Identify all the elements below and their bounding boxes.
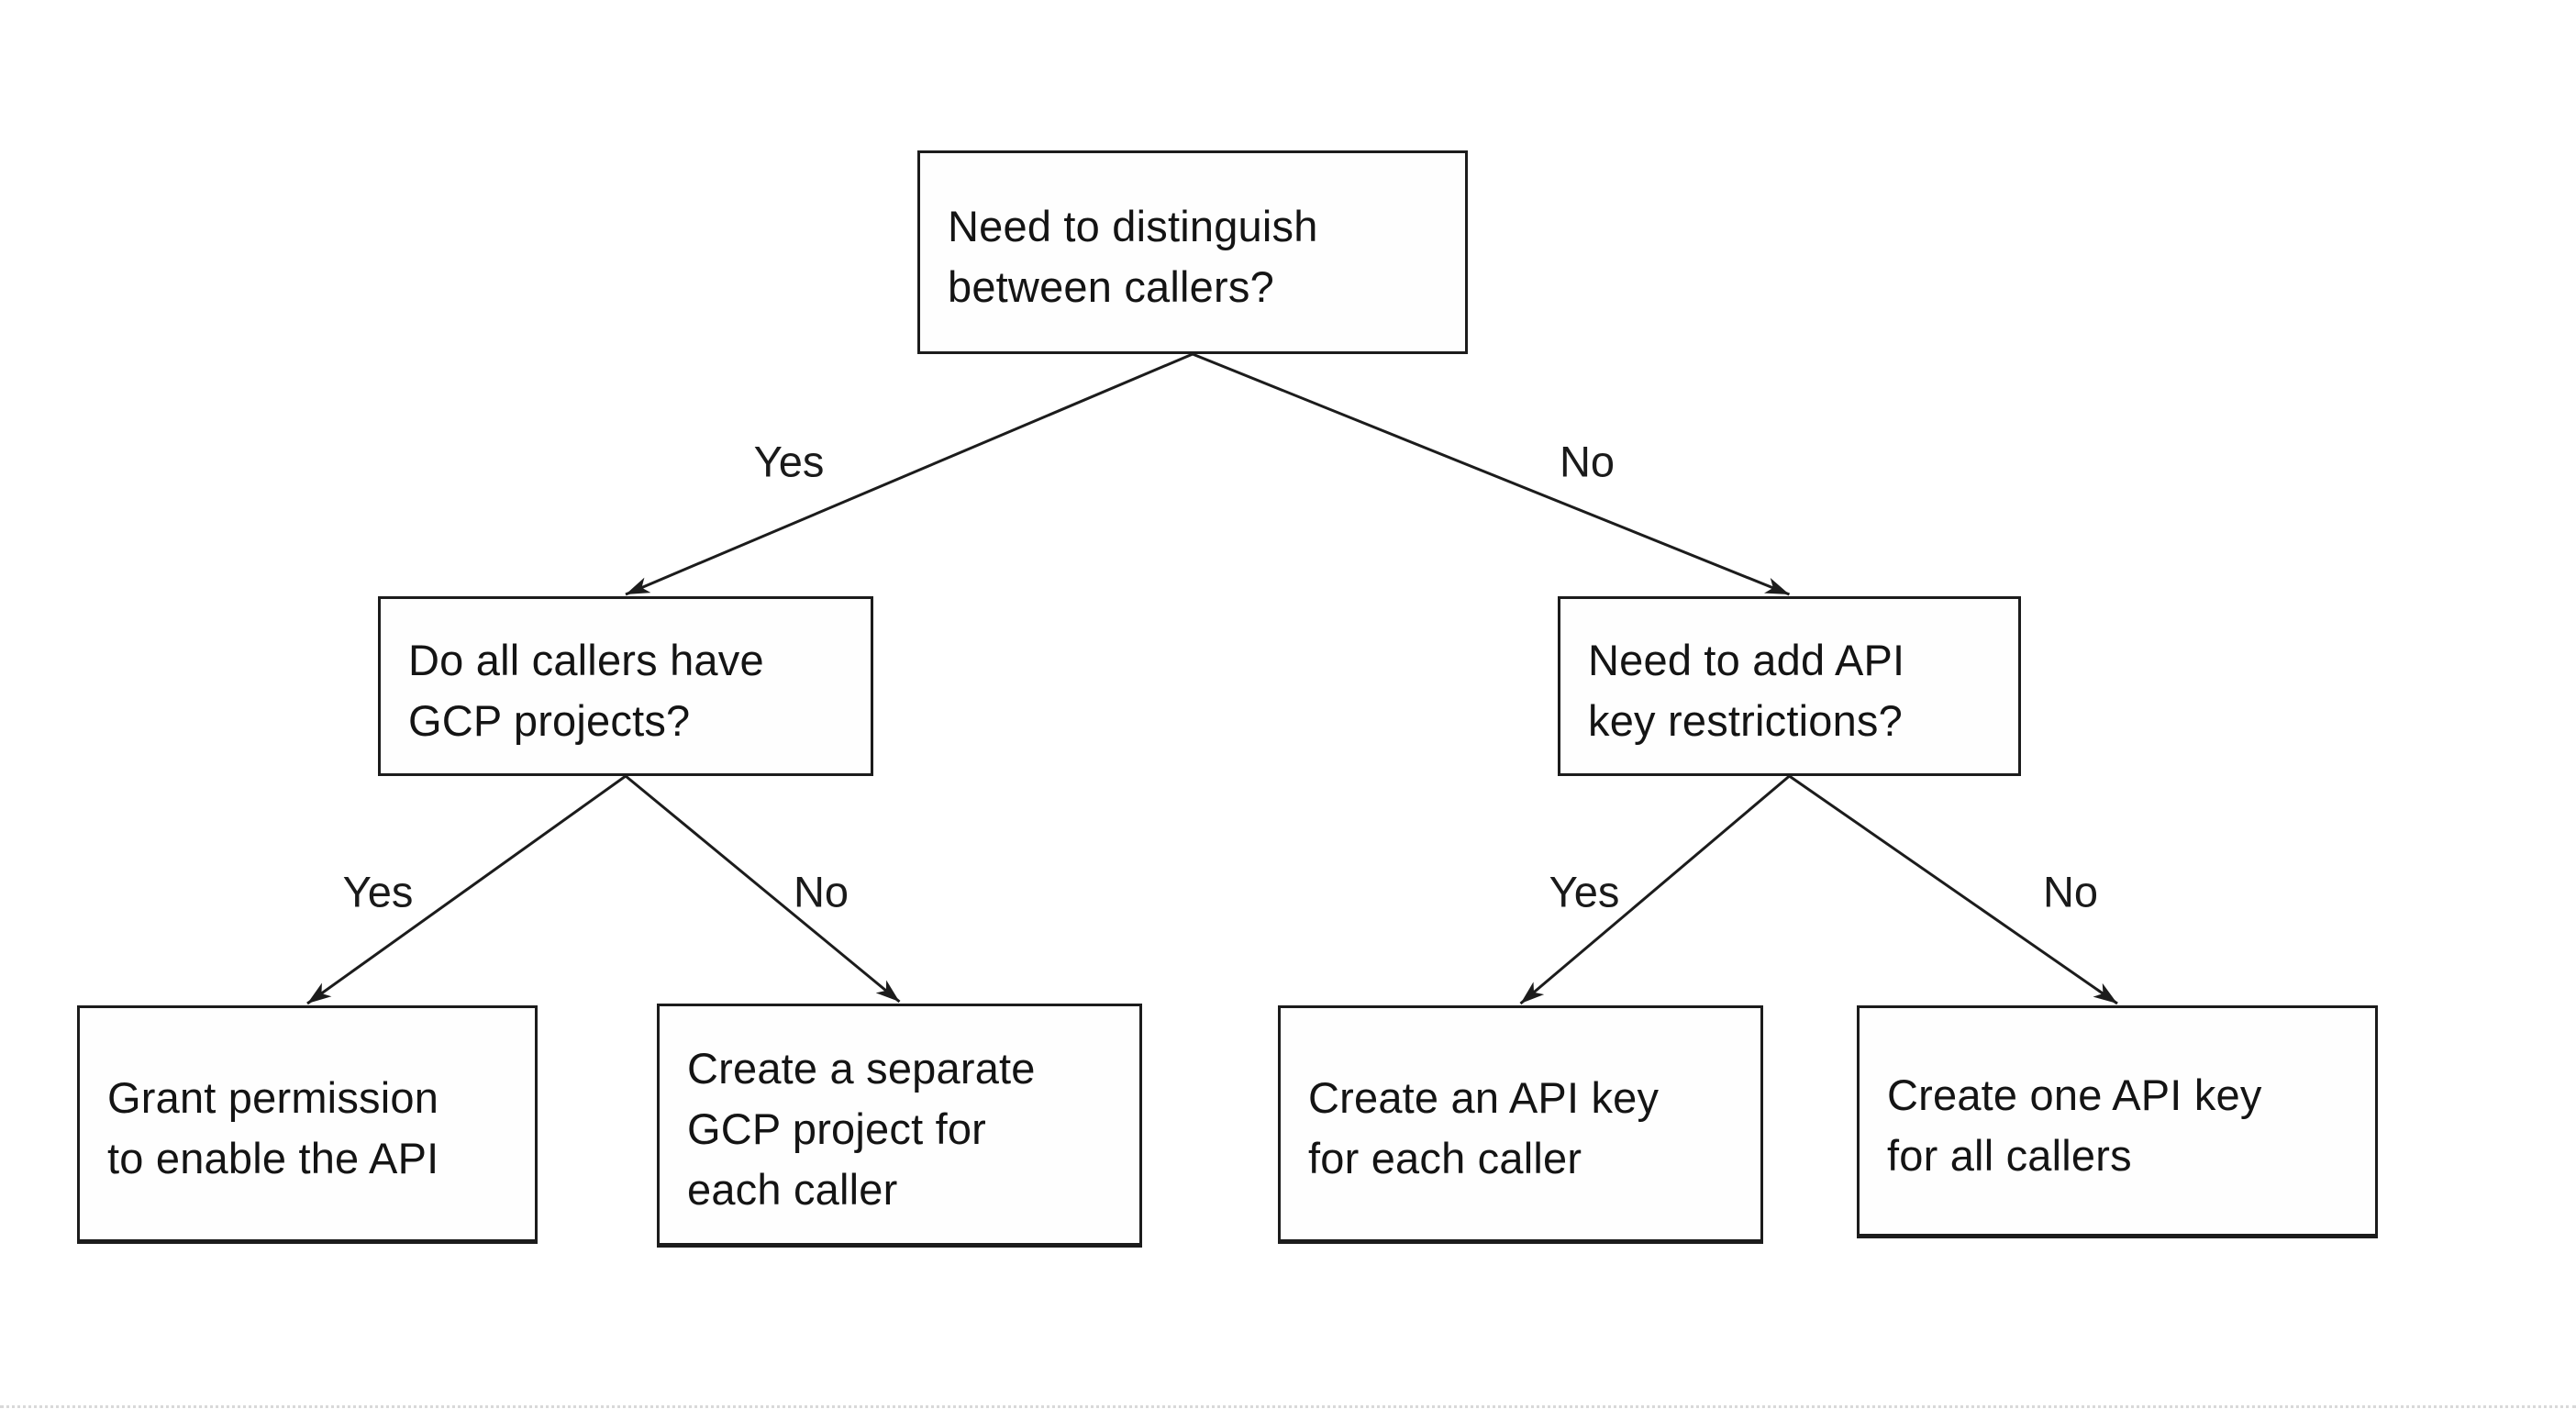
node-q-distinguish-callers: Need to distinguish between callers? — [917, 150, 1468, 354]
edge-label-yes-0: Yes — [753, 437, 825, 486]
edge-label-no-1: No — [1559, 437, 1616, 486]
node-text: Grant permission to enable the API — [107, 1073, 439, 1182]
node-text: Need to add API key restrictions? — [1588, 636, 1905, 745]
connector-arrow-q-distinguish-callers-to-q-gcp-projects — [625, 352, 1194, 596]
node-a-grant-permission: Grant permission to enable the API — [77, 1005, 538, 1244]
node-text: Create a separate GCP project for each c… — [687, 1044, 1036, 1214]
node-a-one-api-key: Create one API key for all callers — [1857, 1005, 2378, 1238]
node-a-api-key-per-caller: Create an API key for each caller — [1278, 1005, 1763, 1244]
node-text: Create one API key for all callers — [1887, 1071, 2262, 1180]
connector-arrow-q-gcp-projects-to-a-separate-gcp-project — [625, 774, 901, 1004]
edge-label-no-5: No — [2042, 867, 2099, 916]
edge-label-no-3: No — [793, 867, 849, 916]
edge-label-yes-2: Yes — [342, 867, 414, 916]
node-text: Need to distinguish between callers? — [948, 202, 1318, 311]
node-text: Create an API key for each caller — [1308, 1073, 1660, 1182]
connector-arrow-q-distinguish-callers-to-q-key-restrictions — [1192, 352, 1791, 596]
bottom-edge-artifact — [0, 1405, 2576, 1408]
node-text: Do all callers have GCP projects? — [408, 636, 764, 745]
node-a-separate-gcp-project: Create a separate GCP project for each c… — [657, 1004, 1142, 1248]
edge-label-yes-4: Yes — [1549, 867, 1620, 916]
node-q-key-restrictions: Need to add API key restrictions? — [1558, 596, 2021, 776]
node-q-gcp-projects: Do all callers have GCP projects? — [378, 596, 873, 776]
